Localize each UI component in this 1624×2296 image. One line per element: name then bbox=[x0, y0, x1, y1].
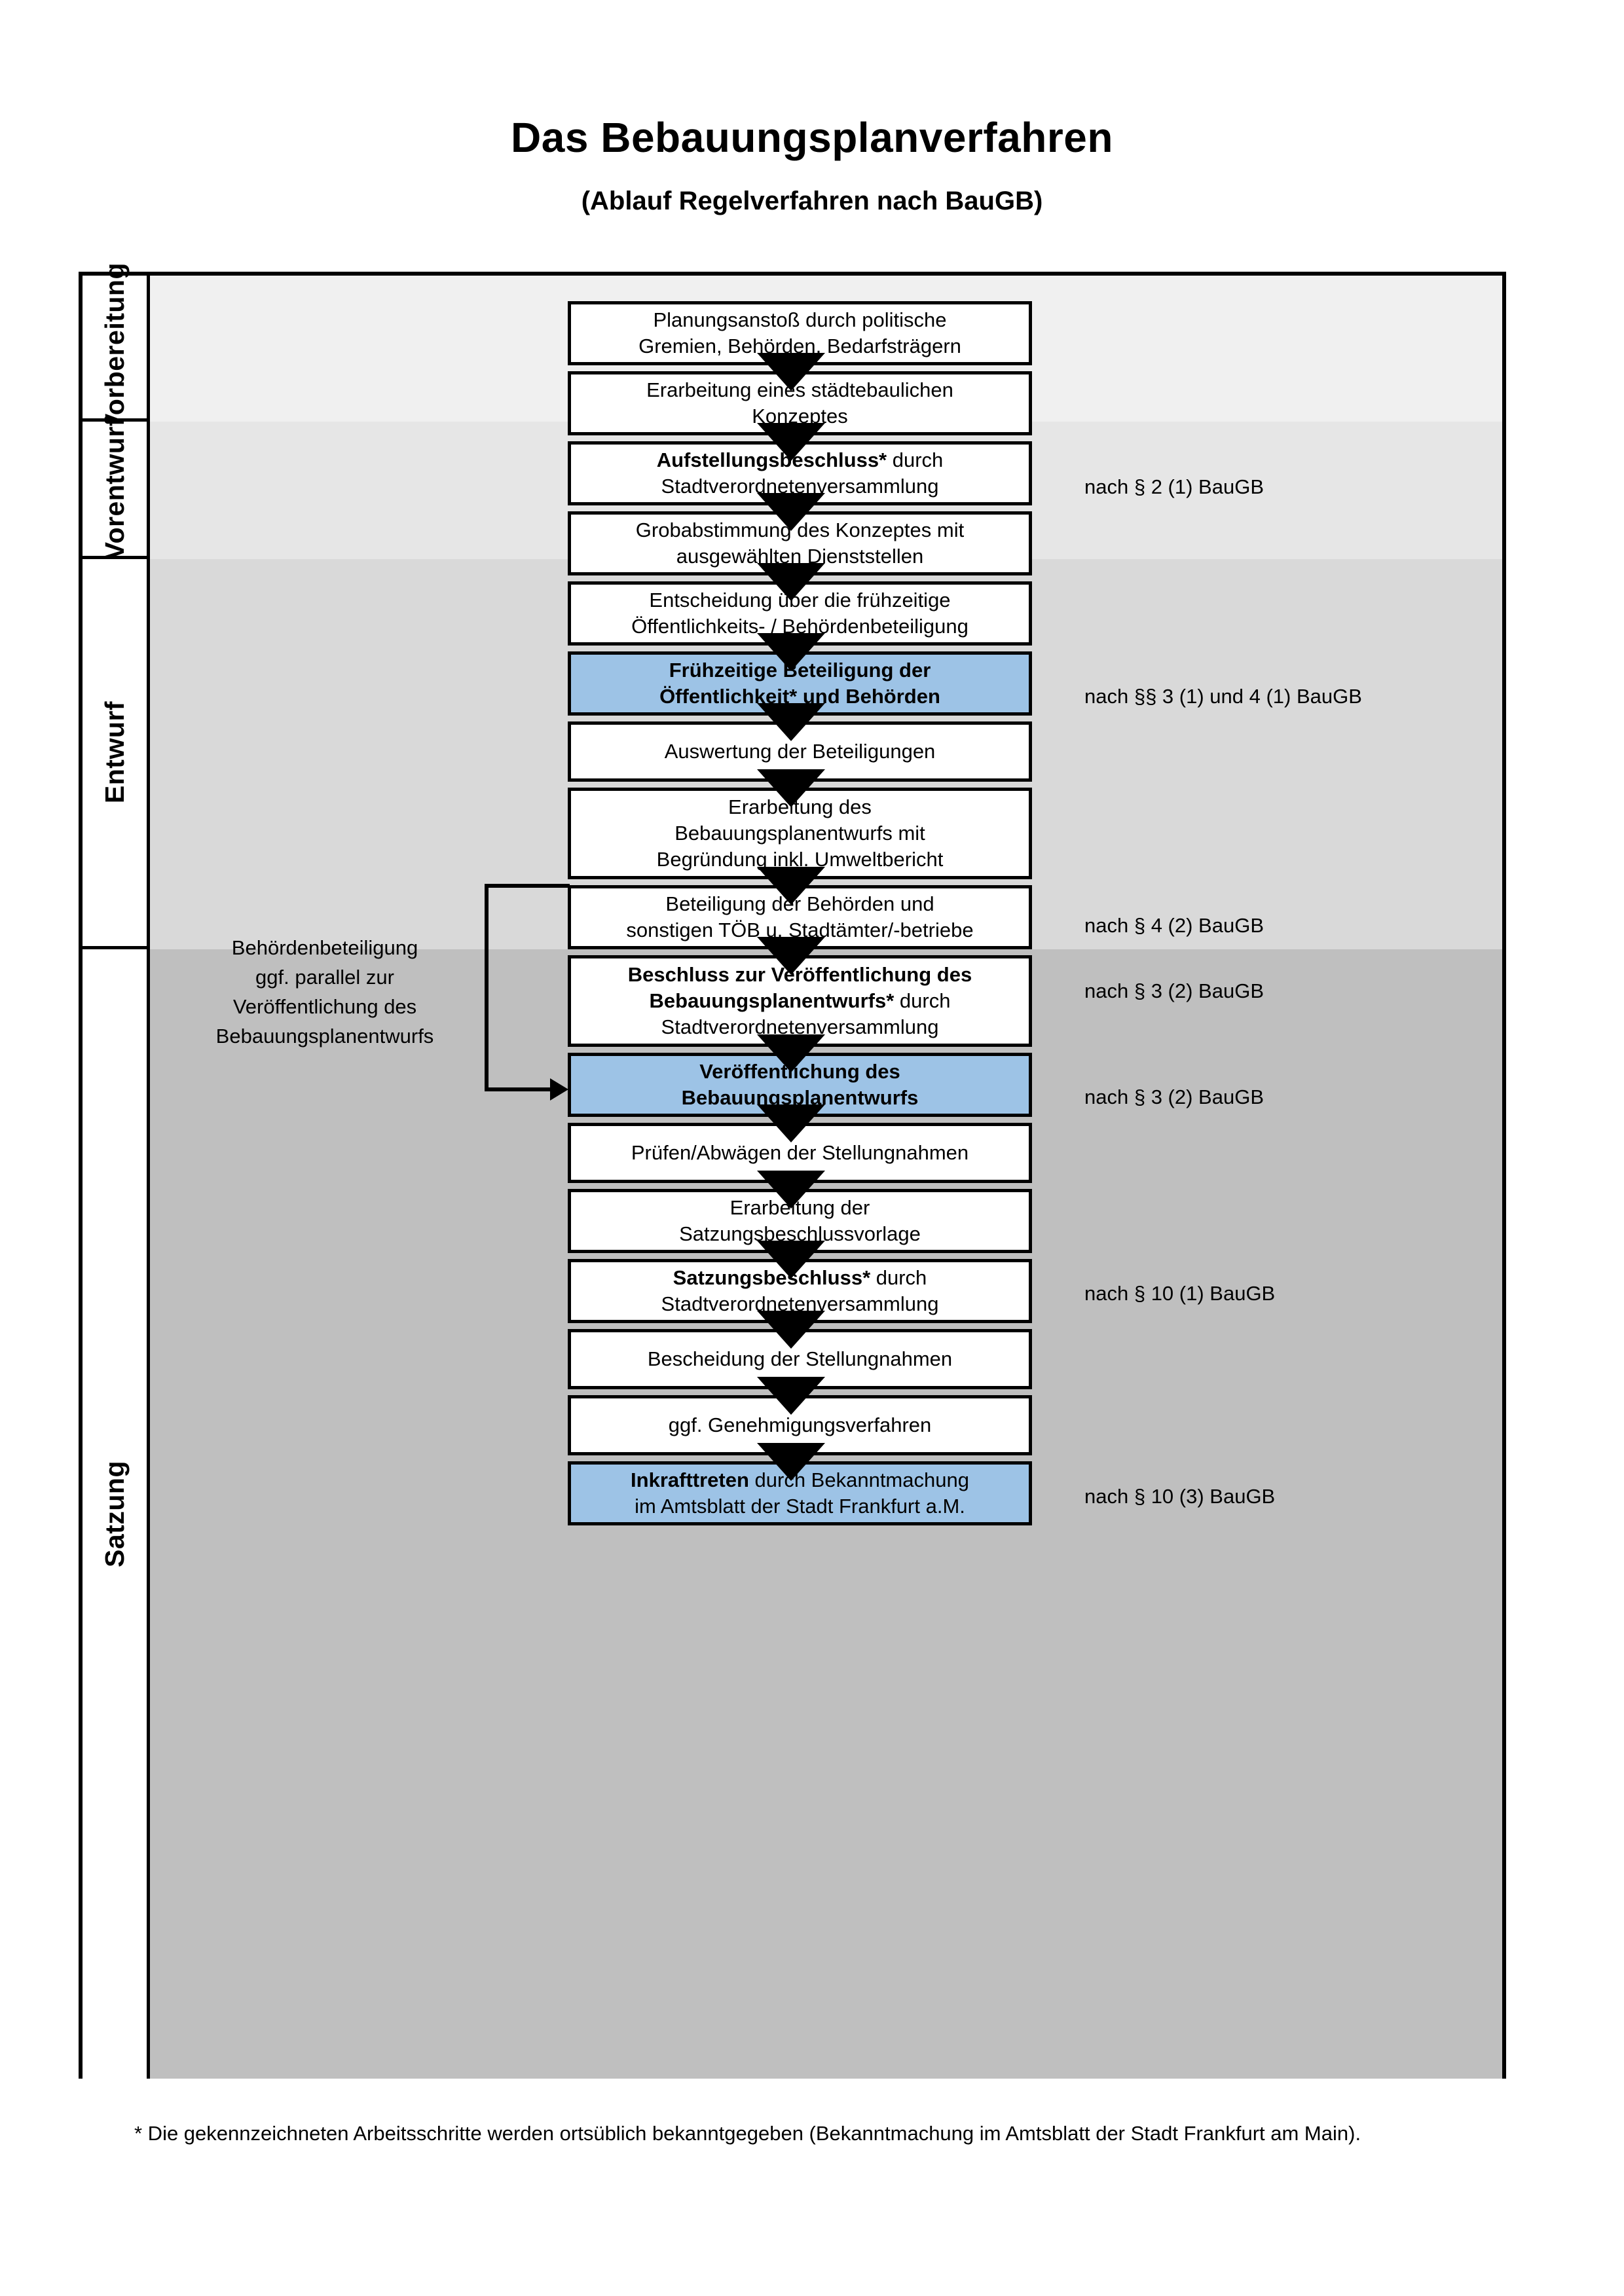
phase-strip-vorentwurf: Vorentwurf bbox=[83, 417, 150, 560]
flow-arrow-down-icon bbox=[757, 1377, 825, 1415]
page-title: Das Bebauungsplanverfahren bbox=[511, 114, 1113, 161]
flow-arrow-down-icon bbox=[757, 1443, 825, 1481]
legal-ref-paragraph-10-3: nach § 10 (3) BauGB bbox=[1084, 1485, 1276, 1508]
legal-ref-paragraph-3-1-4-1: nach §§ 3 (1) und 4 (1) BauGB bbox=[1084, 685, 1362, 708]
step-line-2: im Amtsblatt der Stadt Frankfurt a.M. bbox=[635, 1495, 965, 1518]
phase-strip-entwurf: Entwurf bbox=[83, 559, 150, 949]
flow-arrow-down-icon bbox=[757, 493, 825, 531]
step-rest-part: durch bbox=[870, 1266, 927, 1289]
phase-strip-vorbereitung: Vorbereitung bbox=[83, 263, 150, 431]
side-note-line-3: Veröffentlichung des bbox=[232, 994, 417, 1018]
flow-arrow-down-icon bbox=[757, 353, 825, 391]
step-bold-part: Inkrafttreten bbox=[631, 1468, 749, 1491]
legal-ref-paragraph-3-2-b: nach § 3 (2) BauGB bbox=[1084, 1085, 1264, 1108]
legal-ref-paragraph-3-2-a: nach § 3 (2) BauGB bbox=[1084, 979, 1264, 1002]
flow-arrow-down-icon bbox=[757, 633, 825, 671]
flow-arrow-down-icon bbox=[757, 769, 825, 807]
flow-arrow-down-icon bbox=[757, 563, 825, 601]
bypass-connector-top-segment bbox=[485, 884, 570, 888]
flow-arrow-down-icon bbox=[757, 867, 825, 905]
flow-arrow-down-icon bbox=[757, 1104, 825, 1142]
phase-label-vorbereitung: Vorbereitung bbox=[99, 262, 130, 432]
flow-arrow-down-icon bbox=[757, 1171, 825, 1209]
phase-label-satzung: Satzung bbox=[99, 1461, 130, 1567]
flowchart-frame: Vorbereitung Vorentwurf Entwurf Satzung … bbox=[79, 263, 1506, 2079]
bypass-connector-arrowhead-icon bbox=[550, 1078, 568, 1101]
flow-arrow-down-icon bbox=[757, 1241, 825, 1279]
side-note-line-4: Bebauungsplanentwurfs bbox=[215, 1024, 434, 1048]
flow-arrow-down-icon bbox=[757, 1311, 825, 1349]
document-header: Das Bebauungsplanverfahren (Ablauf Regel… bbox=[0, 0, 1624, 216]
legal-ref-paragraph-2-1: nach § 2 (1) BauGB bbox=[1084, 475, 1264, 498]
flow-arrow-down-icon bbox=[757, 1034, 825, 1072]
side-note-line-2: ggf. parallel zur bbox=[255, 965, 394, 989]
step-box-inkrafttreten: Inkrafttreten durch Bekanntmachung im Am… bbox=[568, 1461, 1032, 1525]
step-line-2: Bebauungsplanentwurfs mit bbox=[674, 821, 925, 845]
bypass-connector-bottom-segment bbox=[485, 1087, 550, 1091]
side-note-behoerdenbeteiligung: Behördenbeteiligung ggf. parallel zur Ve… bbox=[184, 934, 466, 1051]
legal-ref-paragraph-4-2: nach § 4 (2) BauGB bbox=[1084, 914, 1264, 937]
step-line-1: Prüfen/Abwägen der Stellungnahmen bbox=[631, 1140, 969, 1164]
footnote-text: * Die gekennzeichneten Arbeitsschritte w… bbox=[134, 2122, 1361, 2145]
step-line-1: Auswertung der Beteiligungen bbox=[664, 739, 936, 763]
phase-label-entwurf: Entwurf bbox=[99, 701, 130, 804]
step-rest-part: durch bbox=[894, 989, 951, 1012]
flow-arrow-down-icon bbox=[757, 937, 825, 975]
page-subtitle: (Ablauf Regelverfahren nach BauGB) bbox=[581, 187, 1043, 216]
bypass-connector-vertical-segment bbox=[485, 884, 489, 1091]
side-note-line-1: Behördenbeteiligung bbox=[231, 936, 418, 959]
flow-arrow-down-icon bbox=[757, 423, 825, 461]
step-line-1: ggf. Genehmigungsverfahren bbox=[668, 1413, 932, 1436]
step-line-1: Bescheidung der Stellungnahmen bbox=[647, 1347, 953, 1370]
phase-strip-satzung: Satzung bbox=[83, 949, 150, 2079]
phase-label-vorentwurf: Vorentwurf bbox=[99, 417, 130, 560]
legal-ref-paragraph-10-1: nach § 10 (1) BauGB bbox=[1084, 1282, 1276, 1305]
step-line-1: Planungsanstoß durch politische bbox=[653, 308, 947, 331]
step-rest-part: durch bbox=[887, 448, 944, 471]
flow-arrow-down-icon bbox=[757, 703, 825, 741]
